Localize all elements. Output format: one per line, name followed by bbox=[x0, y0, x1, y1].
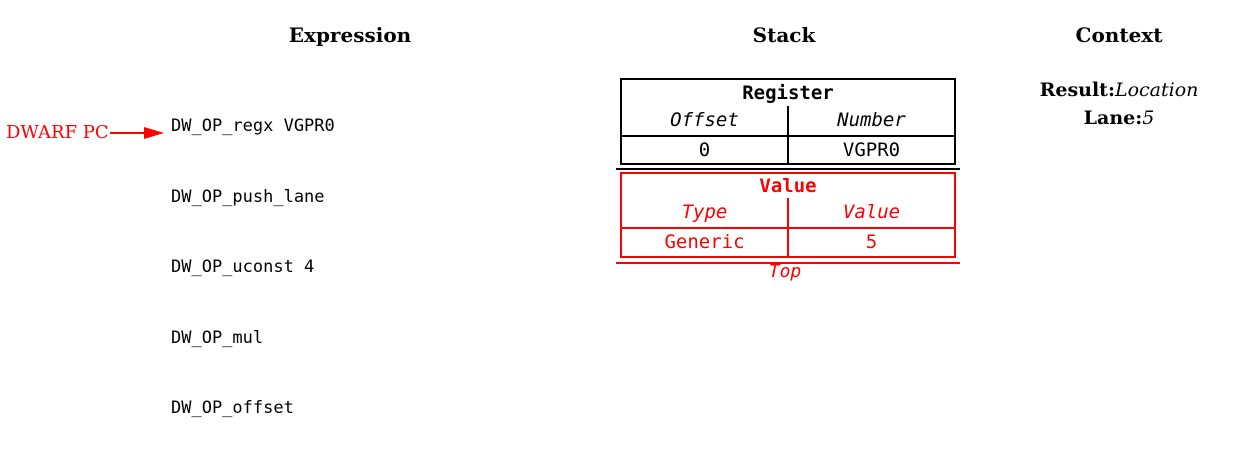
register-entry-value-row: 0 VGPR0 bbox=[622, 135, 954, 163]
register-entry-header-row: Offset Number bbox=[622, 106, 954, 135]
expression-column-title: Expression bbox=[288, 23, 412, 47]
register-offset-value: 0 bbox=[622, 137, 789, 163]
value-type-value: Generic bbox=[622, 229, 789, 256]
context-lane-field: Lane:5 bbox=[1009, 107, 1229, 129]
value-value-value: 5 bbox=[865, 231, 878, 253]
result-label: Result: bbox=[1039, 79, 1115, 101]
register-number-header: Number bbox=[837, 109, 906, 131]
value-value-header: Value bbox=[842, 201, 901, 223]
result-value: Location bbox=[1114, 79, 1199, 101]
lane-value: 5 bbox=[1142, 107, 1155, 129]
dwarf-pc-arrow-icon bbox=[110, 127, 164, 139]
register-entry-title: Register bbox=[742, 82, 834, 104]
register-entry-underline bbox=[616, 168, 960, 170]
value-entry-value-row: Generic 5 bbox=[622, 227, 954, 256]
register-offset-header: Offset bbox=[622, 106, 789, 135]
lane-label: Lane: bbox=[1083, 107, 1143, 129]
value-entry-underline bbox=[616, 262, 960, 264]
context-column-title: Context bbox=[1075, 23, 1163, 47]
dwarf-pc-label: DWARF PC bbox=[6, 122, 109, 143]
expression-op-1: DW_OP_regx VGPR0 bbox=[171, 116, 335, 136]
context-result-field: Result:Location bbox=[1009, 79, 1229, 101]
expression-op-2: DW_OP_push_lane bbox=[171, 186, 325, 207]
expression-list: DW_OP_regx VGPR0 DW_OP_push_lane DW_OP_u… bbox=[171, 71, 335, 468]
expression-op-4: DW_OP_mul bbox=[171, 327, 264, 348]
expression-op-6: DW_OP_piece 4 bbox=[171, 464, 335, 468]
value-entry-header-row: Type Value bbox=[622, 198, 954, 227]
register-number-value: VGPR0 bbox=[842, 139, 901, 161]
value-type-header: Type bbox=[622, 198, 789, 227]
expression-op-3: DW_OP_uconst 4 bbox=[171, 257, 315, 277]
stack-entry-value: Value Type Value Generic 5 bbox=[620, 172, 956, 258]
expression-op-5: DW_OP_offset bbox=[171, 398, 294, 418]
stack-entry-register: Register Offset Number 0 VGPR0 bbox=[620, 78, 956, 165]
value-entry-title: Value bbox=[759, 175, 817, 197]
stack-column-title: Stack bbox=[752, 23, 816, 47]
stack-top-label: Top bbox=[768, 261, 802, 282]
